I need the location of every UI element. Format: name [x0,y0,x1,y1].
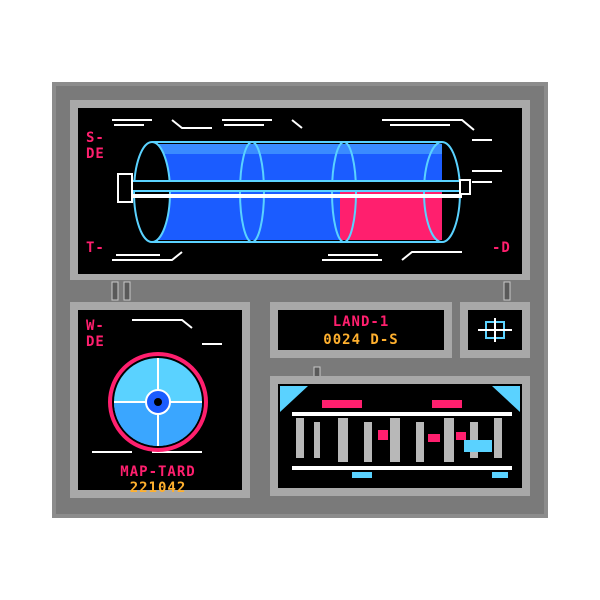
status-panel-screen [278,310,444,350]
radar-dial-icon [108,352,208,452]
top-dash-marks [114,124,502,256]
label-wde-line1: W- [86,318,105,334]
label-d: -D [492,240,511,256]
status-line-1: LAND-1 [333,314,390,330]
pipe-connector-icon [117,173,471,203]
player-name: MAP-TARD [120,464,195,480]
left-brackets [92,319,222,453]
game-hud: S- DE T- -D W- DE [52,82,548,518]
crosshair-icon [478,318,512,342]
label-wde-line2: DE [86,334,105,350]
fuel-cylinder-icon [122,141,462,243]
label-t: T- [86,240,105,256]
label-sde-line2: DE [86,146,105,162]
poster: S- DE T- -D W- DE [52,82,548,518]
label-sde-line1: S- [86,130,105,146]
city-skyline-icon [280,386,520,478]
status-line-2: 0024 D-S [323,332,398,348]
top-brackets [112,119,492,261]
player-score: 221042 [130,480,187,496]
